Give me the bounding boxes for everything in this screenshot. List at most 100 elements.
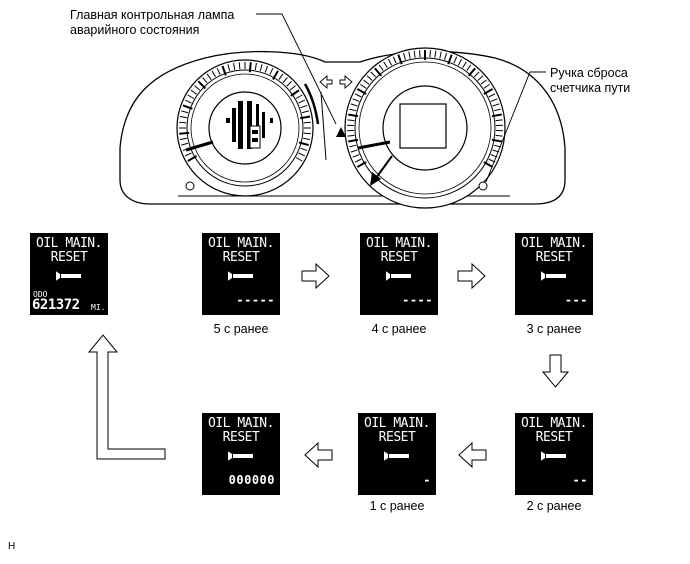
gauge-tick bbox=[387, 58, 393, 66]
gauge-tick bbox=[197, 80, 207, 90]
screen-odo: OIL MAIN. RESET ODO 621372 MI. bbox=[30, 233, 108, 315]
gauge-tick bbox=[491, 138, 502, 143]
arrow-right-icon bbox=[457, 262, 486, 290]
reset-knob-leader bbox=[485, 71, 546, 183]
gauge-tick bbox=[473, 71, 480, 78]
gauge-tick bbox=[495, 119, 503, 122]
gauge-tick bbox=[349, 144, 357, 148]
wrench-icon bbox=[386, 271, 411, 281]
gauge-tick bbox=[492, 103, 500, 107]
gauge-tick bbox=[289, 85, 296, 91]
gauge-tick bbox=[363, 79, 370, 85]
gauge-tick bbox=[298, 152, 306, 157]
screen-line-reset: RESET bbox=[378, 429, 416, 446]
wrench-icon bbox=[56, 271, 81, 281]
countdown-indicator: ----- bbox=[236, 293, 275, 307]
gauge-tick bbox=[290, 89, 300, 97]
gauge-tick bbox=[187, 94, 195, 99]
screen-reset-complete: OIL MAIN. RESET 000000 bbox=[202, 413, 280, 495]
gauge-tick bbox=[493, 108, 501, 112]
gauge-tick bbox=[493, 144, 501, 148]
screen-line-reset: RESET bbox=[380, 249, 418, 266]
gauge-tick bbox=[413, 50, 416, 58]
gauge-tick bbox=[347, 134, 355, 137]
gauge-tick bbox=[408, 51, 411, 59]
gauge-tick bbox=[300, 147, 308, 152]
gauge-tick bbox=[483, 88, 494, 95]
wrench-icon bbox=[541, 451, 566, 461]
warning-lamp-leader bbox=[256, 13, 337, 125]
screen-line-reset: RESET bbox=[222, 429, 260, 446]
gauge-tick bbox=[182, 104, 193, 110]
countdown-indicator: ---- bbox=[402, 293, 433, 307]
gauge-tick bbox=[303, 121, 311, 124]
gauge-tick bbox=[370, 71, 377, 78]
gauge-tick bbox=[184, 99, 192, 104]
gauge-tick bbox=[366, 75, 373, 81]
wrench-icon bbox=[228, 271, 253, 281]
gauge-tick bbox=[221, 65, 227, 76]
gauge-tick bbox=[181, 110, 189, 114]
screen-line-oil-main: OIL MAIN. bbox=[364, 415, 430, 432]
callout-trip-reset-knob: Ручка сброса счетчика пути bbox=[550, 66, 631, 95]
gauge-tick bbox=[453, 56, 458, 64]
arrow-down-icon bbox=[541, 354, 570, 388]
caption-4s: 4 с ранее bbox=[371, 322, 427, 336]
screen-line-oil-main: OIL MAIN. bbox=[521, 235, 587, 252]
gauge-tick bbox=[347, 119, 355, 122]
gauge-tick bbox=[286, 80, 293, 87]
screen-1s: OIL MAIN. RESET - bbox=[358, 413, 436, 495]
caption-1s: 1 с ранее bbox=[369, 499, 425, 513]
gauge-tick bbox=[444, 52, 447, 60]
callout-master-warning-lamp: Главная контрольная лампа аварийного сос… bbox=[70, 8, 235, 37]
gauge-tick bbox=[206, 73, 212, 80]
gauge-tick bbox=[356, 88, 367, 95]
gauge-tick bbox=[179, 116, 187, 119]
right-needle bbox=[357, 140, 391, 150]
screen-line-oil-main: OIL MAIN. bbox=[521, 415, 587, 432]
gauge-tick bbox=[303, 137, 311, 140]
countdown-indicator: - bbox=[423, 473, 431, 487]
gauge-tick bbox=[490, 98, 498, 102]
gauge-tick bbox=[348, 113, 359, 118]
gauge-tick bbox=[190, 89, 197, 95]
gauge-tick bbox=[354, 93, 362, 98]
gauge-tick bbox=[467, 67, 476, 77]
gauge-tick bbox=[216, 67, 221, 75]
screen-line-oil-main: OIL MAIN. bbox=[366, 235, 432, 252]
gauge-tick bbox=[238, 62, 241, 70]
odo-value: 621372 bbox=[32, 297, 80, 313]
warning-triangle-icon bbox=[336, 127, 346, 137]
gauge-tick bbox=[179, 121, 187, 124]
arrow-up-icon bbox=[87, 334, 166, 460]
gauge-tick bbox=[272, 70, 279, 81]
gauge-tick bbox=[480, 79, 487, 85]
arrow-left-icon bbox=[458, 441, 487, 469]
screen-3s: OIL MAIN. RESET --- bbox=[515, 233, 593, 315]
gauge-tick bbox=[303, 132, 311, 135]
gauge-tick bbox=[264, 65, 269, 73]
arrow-left-icon bbox=[304, 441, 333, 469]
left-gauge-redzone bbox=[303, 83, 320, 125]
gauge-tick bbox=[295, 94, 303, 99]
wrench-icon bbox=[384, 451, 409, 461]
gauge-tick bbox=[211, 70, 216, 78]
gauge-tick bbox=[483, 161, 494, 168]
gauge-tick bbox=[187, 155, 198, 162]
gauge-tick bbox=[227, 64, 231, 72]
gauge-tick bbox=[483, 83, 490, 89]
gauge-tick bbox=[360, 83, 367, 89]
gauge-tick bbox=[254, 62, 257, 70]
countdown-indicator: -- bbox=[572, 473, 588, 487]
gauge-tick bbox=[354, 158, 362, 163]
gauge-tick bbox=[439, 51, 442, 59]
gauge-tick bbox=[295, 157, 303, 162]
screen-2s: OIL MAIN. RESET -- bbox=[515, 413, 593, 495]
right-gauge-ring-2 bbox=[358, 61, 492, 195]
gauge-tick bbox=[466, 64, 472, 71]
gauge-tick bbox=[350, 149, 358, 153]
screen-4s: OIL MAIN. RESET ---- bbox=[360, 233, 438, 315]
odo-label: ODO bbox=[33, 290, 48, 299]
display-pointer-arrow bbox=[375, 155, 393, 179]
